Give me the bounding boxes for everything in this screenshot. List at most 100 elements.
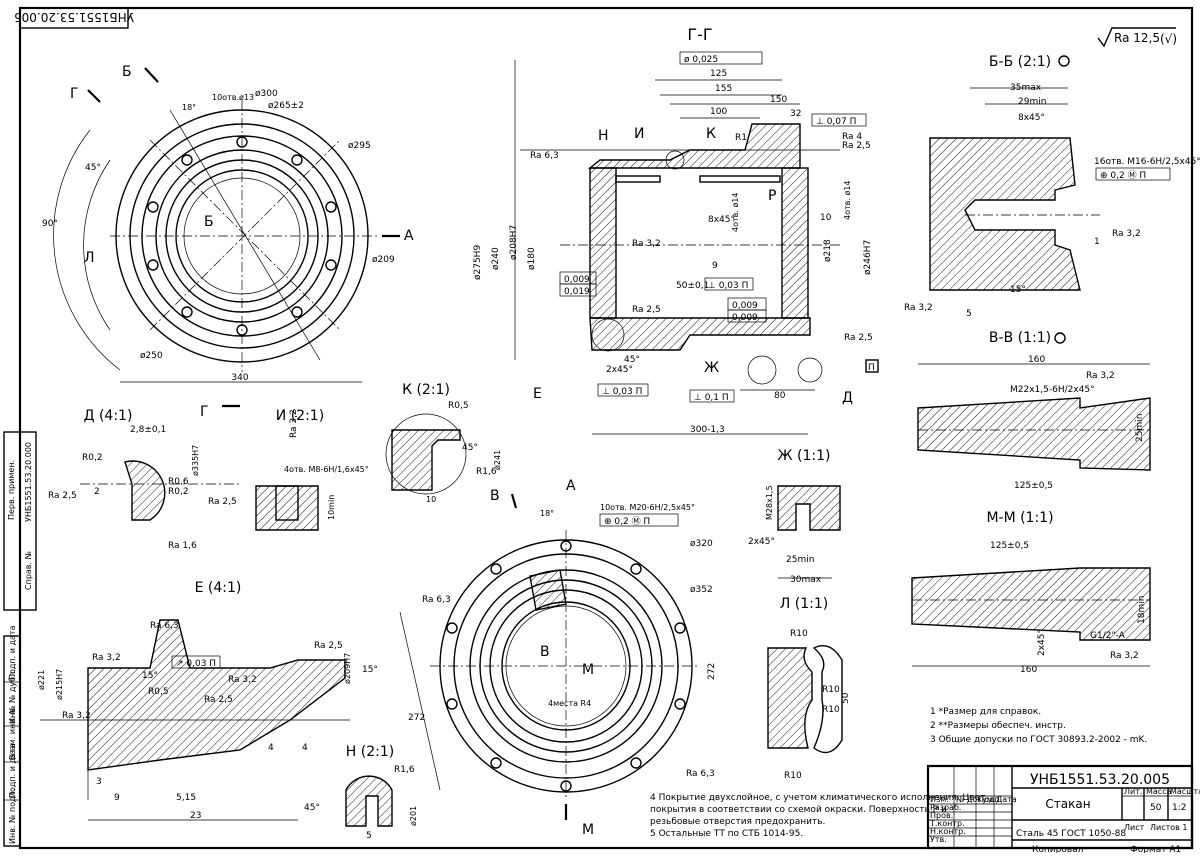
svg-text:125±0,5: 125±0,5	[1014, 481, 1053, 491]
svg-text:Н.контр.: Н.контр.	[930, 827, 966, 836]
svg-text:М-М (1:1): М-М (1:1)	[986, 510, 1053, 526]
svg-text:Ra 3,2: Ra 3,2	[1112, 229, 1141, 239]
general-roughness: Ra 12,5 (√)	[1097, 27, 1177, 48]
svg-text:И (2:1): И (2:1)	[276, 408, 324, 424]
svg-text:Подп.: Подп.	[978, 795, 1002, 804]
svg-text:10: 10	[820, 213, 832, 223]
svg-text:ø320: ø320	[690, 539, 713, 549]
svg-text:ø 0,025: ø 0,025	[684, 55, 718, 65]
svg-text:4: 4	[268, 743, 274, 753]
svg-text:Д (4:1): Д (4:1)	[84, 408, 133, 424]
svg-text:Ra 2,5: Ra 2,5	[208, 497, 237, 507]
svg-text:10отв. М20-6Н/2,5x45°: 10отв. М20-6Н/2,5x45°	[600, 503, 695, 512]
svg-text:4отв. ø14: 4отв. ø14	[731, 192, 740, 232]
svg-text:45°: 45°	[304, 803, 320, 813]
svg-text:Б: Б	[204, 214, 214, 230]
svg-text:3 Общие допуски по ГОСТ 30893.: 3 Общие допуски по ГОСТ 30893.2-2002 - m…	[930, 735, 1147, 745]
svg-text:ø246H7: ø246H7	[863, 240, 873, 275]
svg-text:4: 4	[302, 743, 308, 753]
svg-text:А: А	[404, 228, 414, 244]
svg-text:↗ 0,03 П: ↗ 0,03 П	[176, 659, 216, 669]
svg-text:10min: 10min	[327, 495, 336, 520]
svg-text:ø218: ø218	[823, 239, 833, 262]
svg-text:Г-Г: Г-Г	[687, 25, 712, 44]
svg-text:М: М	[582, 662, 594, 678]
svg-text:5,15: 5,15	[176, 793, 196, 803]
section-gg: Г-Г ø 0,025 125 155 150 100 32 ⊥ 0,07 П …	[473, 25, 879, 435]
detail-n: Н (2:1) R1,6 45° 5 ø201	[304, 744, 418, 841]
svg-text:R0,5: R0,5	[448, 401, 469, 411]
svg-text:ø240: ø240	[491, 247, 501, 270]
svg-text:Ra 3,2: Ra 3,2	[632, 239, 661, 249]
svg-text:R0,5: R0,5	[148, 687, 169, 697]
svg-text:45°: 45°	[624, 355, 640, 365]
svg-text:Л: Л	[84, 250, 95, 266]
svg-text:Ra 1,6: Ra 1,6	[168, 541, 197, 551]
svg-text:R1: R1	[735, 133, 747, 143]
tech-notes: 4 Покрытие двухслойное, с учетом климати…	[650, 793, 985, 839]
svg-text:Ra 2,5: Ra 2,5	[314, 641, 343, 651]
svg-text:ø208H7: ø208H7	[509, 225, 519, 260]
svg-text:50: 50	[841, 692, 851, 704]
svg-text:R10: R10	[784, 771, 802, 781]
svg-text:Р: Р	[768, 188, 776, 204]
svg-text:Ra 2,5: Ra 2,5	[204, 695, 233, 705]
svg-text:Ra 6,3: Ra 6,3	[530, 151, 559, 161]
copied-label: Копировал	[1032, 845, 1083, 853]
svg-text:ø180: ø180	[527, 247, 537, 270]
svg-text:Утв.: Утв.	[930, 835, 947, 844]
svg-text:0,019: 0,019	[564, 287, 590, 297]
svg-text:R0,6: R0,6	[168, 477, 189, 487]
svg-text:16отв. М16-6Н/2,5x45°: 16отв. М16-6Н/2,5x45°	[1094, 157, 1200, 167]
svg-text:Л (1:1): Л (1:1)	[780, 596, 828, 612]
svg-text:5: 5	[966, 309, 972, 319]
svg-text:150: 150	[770, 95, 787, 105]
title-block: УНБ1551.53.20.005 Стакан Сталь 45 ГОСТ 1…	[926, 764, 1200, 850]
svg-text:ø275H9: ø275H9	[473, 245, 483, 280]
svg-text:8x45°: 8x45°	[1018, 113, 1045, 123]
format-label: Формат А1	[1130, 845, 1181, 853]
svg-text:Разраб.: Разраб.	[930, 803, 961, 812]
svg-text:Е: Е	[533, 386, 542, 402]
svg-text:⊥ 0,07 П: ⊥ 0,07 П	[816, 117, 856, 127]
svg-text:15°: 15°	[142, 671, 158, 681]
svg-text:Ra 3,2: Ra 3,2	[1086, 371, 1115, 381]
svg-text:300-1,3: 300-1,3	[690, 425, 725, 435]
svg-text:Ra 3,2: Ra 3,2	[228, 675, 257, 685]
svg-text:18min: 18min	[1137, 596, 1147, 624]
svg-text:9: 9	[712, 261, 718, 271]
svg-text:1: 1	[1094, 237, 1100, 247]
svg-text:УНБ1551.53.20.000: УНБ1551.53.20.000	[24, 442, 33, 522]
svg-text:Ra 3,2: Ra 3,2	[904, 303, 933, 313]
svg-text:ø352: ø352	[690, 585, 713, 595]
svg-text:R10: R10	[822, 685, 840, 695]
inner-frame	[18, 6, 1194, 850]
svg-text:272: 272	[707, 663, 717, 680]
svg-text:ø215H7: ø215H7	[55, 669, 64, 700]
svg-text:45°: 45°	[85, 163, 101, 173]
svg-text:25min: 25min	[1135, 414, 1145, 442]
svg-text:Пров.: Пров.	[930, 811, 953, 820]
svg-text:Ra 2,5: Ra 2,5	[844, 333, 873, 343]
svg-text:80: 80	[774, 391, 786, 401]
side-stamp-top: Перв. примен. УНБ1551.53.20.000 Справ. №	[3, 431, 37, 611]
svg-text:340: 340	[231, 373, 248, 383]
svg-text:Ж (1:1): Ж (1:1)	[778, 448, 831, 464]
svg-text:23: 23	[190, 811, 201, 821]
svg-text:4отв. ø14: 4отв. ø14	[843, 180, 852, 220]
svg-text:Инв. № дубл.: Инв. № дубл.	[8, 669, 17, 724]
svg-text:25min: 25min	[786, 555, 814, 565]
svg-text:Ra 2,5: Ra 2,5	[48, 491, 77, 501]
detail-i: И (2:1) Ra 3,2 4отв. М8-6Н/1,6x45° 10min	[255, 408, 369, 531]
svg-text:Подп. и дата: Подп. и дата	[8, 743, 17, 798]
svg-text:Ra 6,3: Ra 6,3	[686, 769, 715, 779]
svg-text:Н: Н	[598, 128, 609, 144]
svg-text:32: 32	[790, 109, 801, 119]
svg-text:Сталь 45 ГОСТ 1050-88: Сталь 45 ГОСТ 1050-88	[1016, 829, 1126, 839]
svg-text:G1/2"-A: G1/2"-A	[1090, 631, 1126, 641]
svg-text:УНБ1551.53.20.005: УНБ1551.53.20.005	[14, 10, 134, 24]
notes-right: 1 *Размер для справок. 2 **Размеры обесп…	[930, 707, 1147, 745]
svg-text:155: 155	[715, 84, 732, 94]
svg-text:Инв. № подл.: Инв. № подл.	[8, 789, 17, 844]
